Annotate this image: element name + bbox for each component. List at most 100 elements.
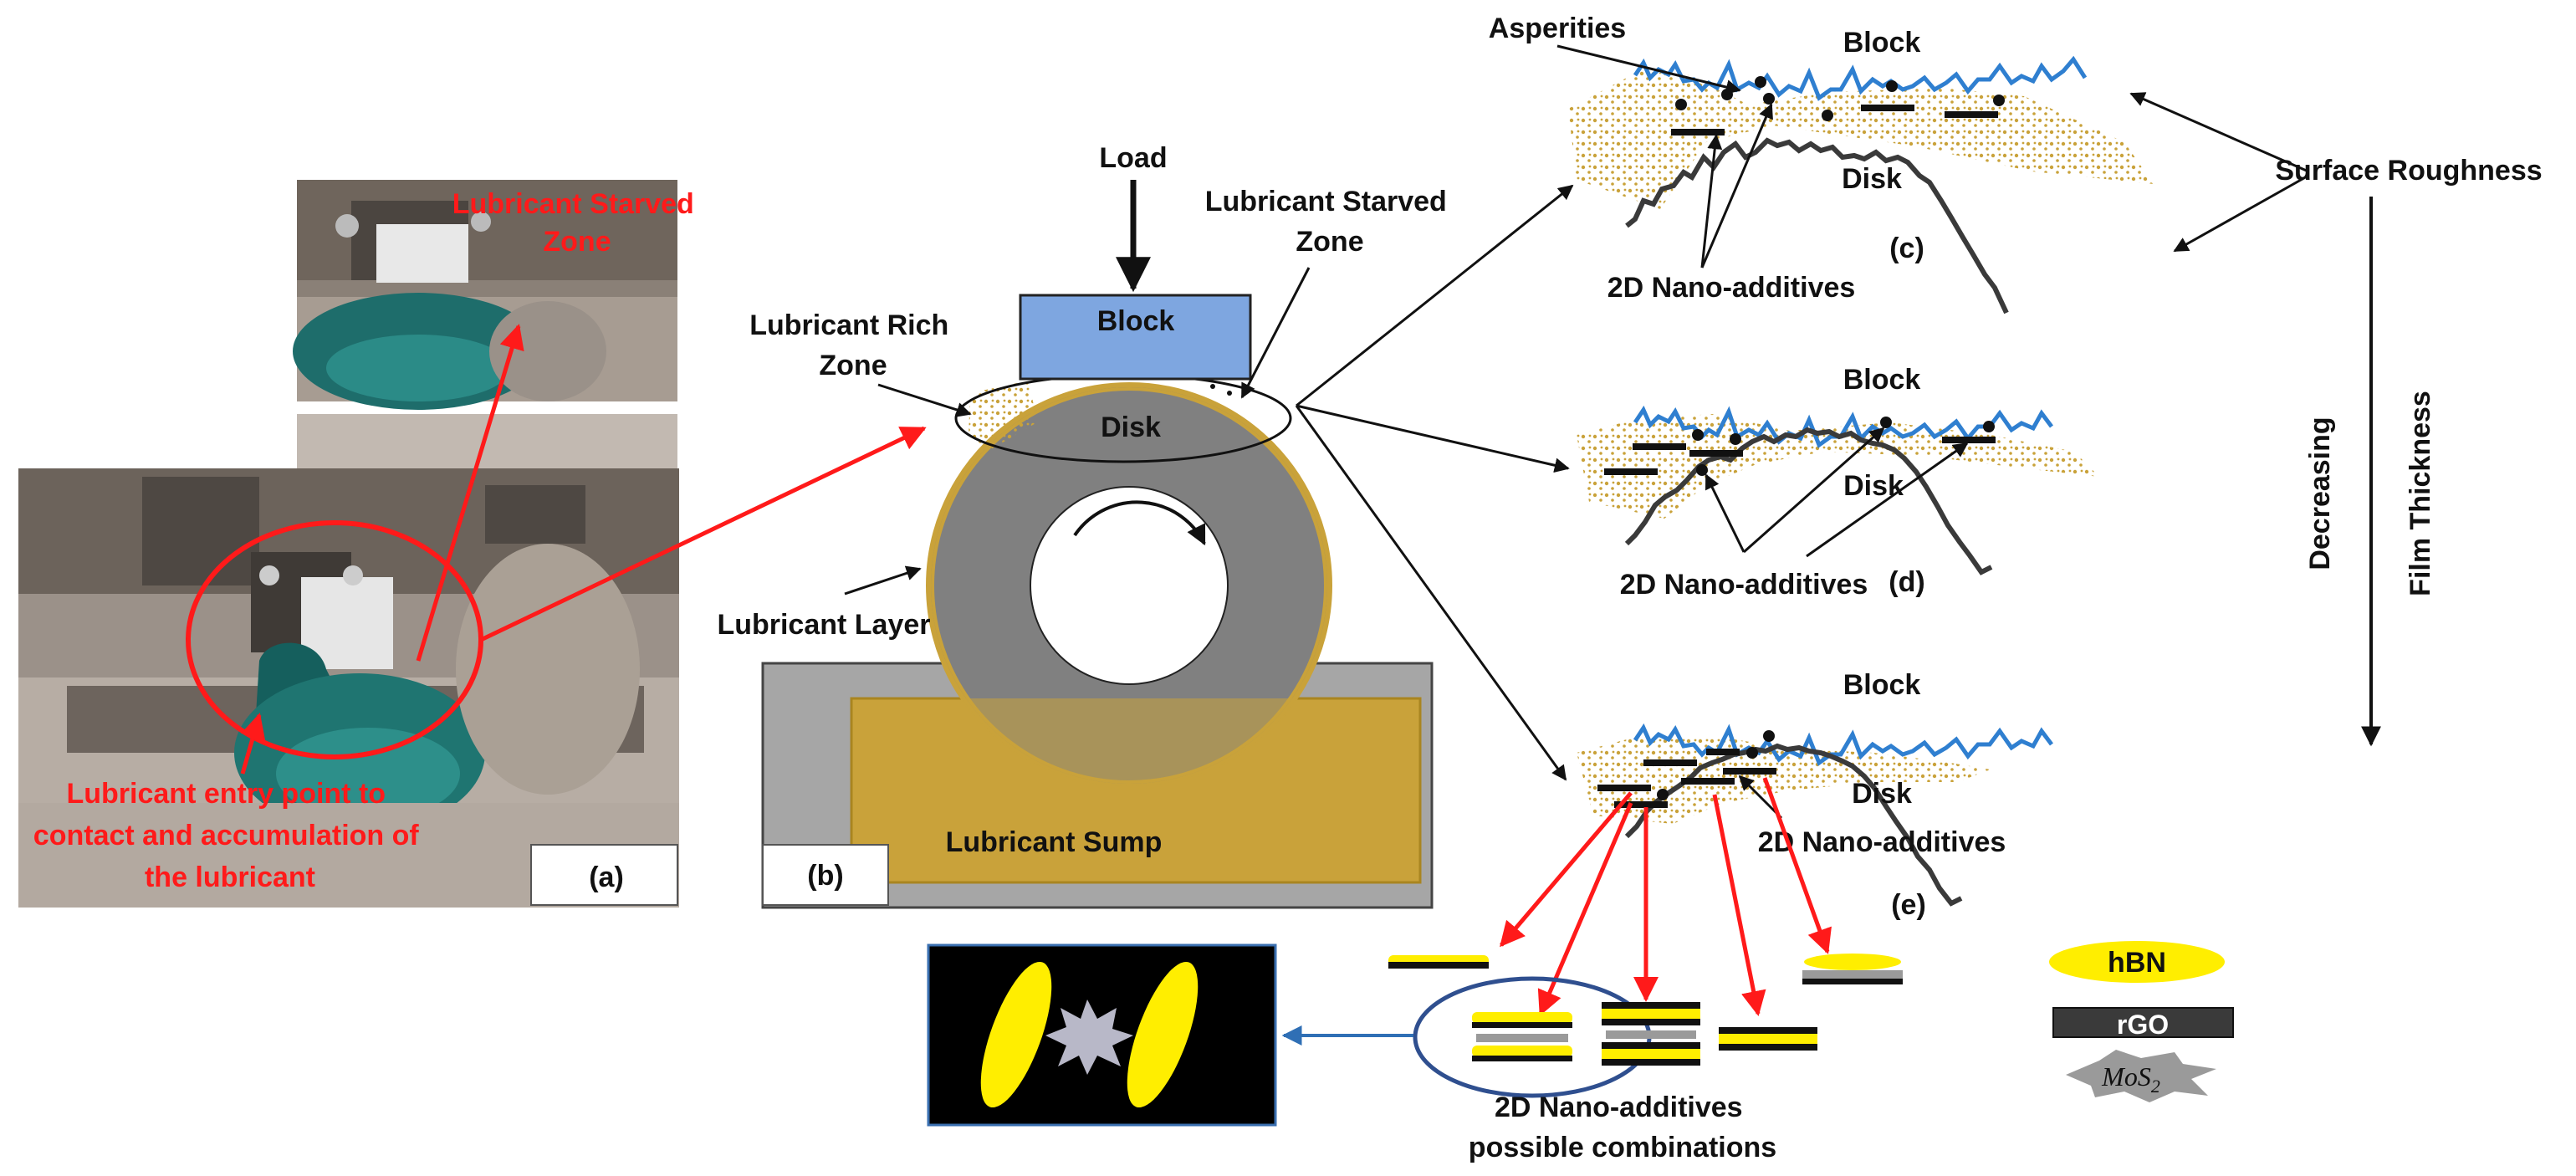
panel-d-block-surface — [1633, 405, 2053, 448]
panel-c-add-pointer-1 — [1700, 134, 1723, 268]
layer-pointer — [844, 565, 922, 596]
photo-top-label-l2: Zone — [543, 226, 611, 258]
panel-d-label: (d) — [1889, 566, 1924, 598]
zoom-box — [927, 943, 1277, 1127]
setup-rich-label: Lubricant Rich Zone — [749, 309, 956, 381]
panel-d-disk-surface — [1624, 427, 1993, 575]
legend-mos2-label: MoS2 — [2101, 1061, 2160, 1097]
panel-a-label: (a) — [589, 862, 624, 893]
rich-pointer — [877, 383, 972, 417]
entry-arrow-a — [240, 713, 266, 775]
panel-c: Block Disk Asperities 2D Nano-additives … — [1489, 13, 2154, 314]
panel-d-additives: 2D Nano-additives — [1620, 569, 1868, 601]
disk-hole — [1030, 486, 1229, 685]
panel-e: Block Disk 2D Nano-additives (e) — [1500, 669, 2053, 1016]
combo-arrow-1 — [1500, 791, 1633, 948]
sump-label: Lubricant Sump — [946, 826, 1163, 858]
block-label: Block — [1097, 305, 1175, 337]
panel-e-disk-surface — [1624, 743, 1963, 907]
panel-d-add-pointer-2 — [1743, 427, 1885, 554]
combinations: 2D Nano-additives possible combinations — [927, 943, 1903, 1163]
photo-top — [293, 180, 677, 410]
panel-c-label: (c) — [1889, 233, 1924, 264]
panel-b-label-box — [762, 844, 889, 906]
starved-arrow-a — [416, 324, 524, 662]
panel-c-lubricant — [1568, 71, 2154, 209]
block — [1019, 294, 1252, 381]
asperities-label: Asperities — [1489, 13, 1626, 44]
legend-rgo-swatch — [2052, 1007, 2234, 1038]
panel-b-label: (b) — [807, 860, 843, 892]
panel-e-lubricant — [1577, 736, 1991, 824]
decreasing-label: Decreasing — [2304, 417, 2336, 570]
right-annotations: Surface Roughness Decreasing Film Thickn… — [2129, 92, 2543, 747]
film-thickness-label: Film Thickness — [2405, 391, 2436, 596]
photo-panel: Lubricant Starved Zone Lubricant entry p… — [18, 180, 927, 908]
legend-mos2-main: MoS — [2101, 1061, 2151, 1092]
combo-arrow-5 — [1762, 777, 1832, 954]
photo-bottom-label: Lubricant entry point to contact and acc… — [33, 778, 427, 893]
legend-rgo-label: rGO — [2117, 1010, 2169, 1040]
setup-rich-l1: Lubricant Rich — [749, 309, 948, 341]
panel-a-label-box — [530, 844, 678, 906]
rotation-arrow — [1073, 500, 1206, 546]
panel-e-additives: 2D Nano-additives — [1758, 826, 2006, 858]
fan-arrow-c — [1296, 184, 1574, 407]
setup-panel: Block Disk Load Lubricant Starved Zone L… — [717, 142, 1574, 909]
fan-arrow-e — [1295, 405, 1567, 781]
panel-d-block: Block — [1843, 364, 1921, 396]
panel-e-disk: Disk — [1852, 778, 1912, 810]
setup-starved-label: Lubricant Starved Zone — [1205, 186, 1455, 258]
asperities-pointer — [1556, 44, 1741, 95]
setup-starved-l2: Zone — [1296, 226, 1363, 258]
panel-d: Block Disk 2D Nano-additives (d) — [1577, 364, 2099, 601]
combo-item — [1388, 955, 1489, 969]
combos-label-l2: possible combinations — [1469, 1132, 1776, 1163]
legend-hbn-label: hBN — [2108, 947, 2166, 979]
legend-mos2-swatch — [2066, 1050, 2216, 1102]
panel-c-block-surface — [1633, 55, 2088, 101]
setup-rich-l2: Zone — [819, 350, 887, 381]
photo-bottom-label-l2: contact and accumulation of — [33, 820, 420, 851]
photo-bottom-label-l3: the lubricant — [145, 862, 315, 893]
roughness-pointer-top — [2129, 92, 2309, 173]
combos-label-l1: 2D Nano-additives — [1495, 1092, 1743, 1123]
mos2-particle — [1045, 1000, 1133, 1075]
surface-roughness-label: Surface Roughness — [2275, 155, 2542, 187]
legend-mos2-sub: 2 — [2151, 1076, 2160, 1097]
photo-top-label-l1: Lubricant Starved — [452, 188, 694, 220]
combo-item — [1602, 1002, 1700, 1066]
panel-c-additives: 2D Nano-additives — [1607, 272, 1856, 304]
photo-bottom-label-l1: Lubricant entry point to — [67, 778, 386, 810]
panel-c-block: Block — [1843, 27, 1921, 59]
legend: hBN rGO MoS2 — [2049, 941, 2234, 1102]
setup-starved-l1: Lubricant Starved — [1205, 186, 1447, 217]
disk-label: Disk — [1101, 412, 1161, 443]
panel-c-disk-surface — [1625, 137, 2009, 314]
photo-strip — [297, 414, 677, 468]
panel-c-add-pointer-2 — [1700, 103, 1773, 268]
combos-label: 2D Nano-additives possible combinations — [1469, 1092, 1776, 1163]
legend-hbn-swatch — [2049, 941, 2225, 983]
sump-overlap — [962, 698, 1296, 787]
panel-d-add-pointer-3 — [1806, 442, 1969, 558]
layer-label: Lubricant Layer — [717, 609, 930, 641]
roughness-pointer-bottom — [2173, 174, 2309, 253]
combo-item — [1802, 954, 1903, 984]
fan-arrow-d — [1296, 404, 1570, 473]
starved-pointer — [1240, 267, 1311, 399]
photo-top-label: Lubricant Starved Zone — [452, 188, 703, 258]
combo-arrow-2 — [1537, 802, 1633, 1016]
combo-arrow-4 — [1712, 794, 1766, 1016]
panel-c-disk: Disk — [1842, 163, 1902, 195]
panel-d-disk: Disk — [1843, 470, 1904, 502]
rich-zone-particles — [969, 381, 1037, 452]
panel-e-block: Block — [1843, 669, 1921, 701]
combo-item — [1719, 1027, 1817, 1051]
panel-e-label: (e) — [1891, 889, 1926, 921]
panel-d-add-pointer-1 — [1705, 473, 1745, 553]
load-label: Load — [1099, 142, 1167, 174]
photo-bottom — [18, 468, 679, 908]
